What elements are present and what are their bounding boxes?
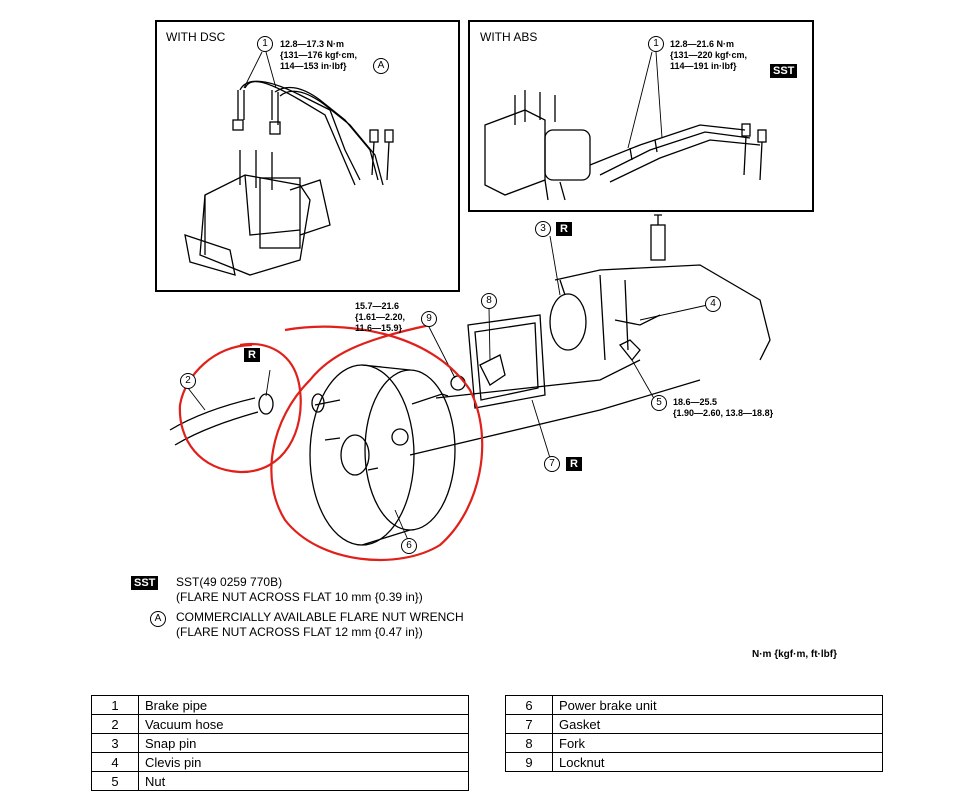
callout-9: 9 [421,311,437,327]
units-note: N·m {kgf·m, ft·lbf} [752,649,837,660]
legend-sst-text: SST(49 0259 770B) (FLARE NUT ACROSS FLAT… [176,575,423,604]
part-number: 9 [505,752,553,772]
legend-sst-badge: SST [131,576,159,590]
legend-a-badge: A [150,611,166,627]
part-number: 4 [91,752,139,772]
part-number: 5 [91,771,139,791]
abs-panel-title: WITH ABS [480,30,538,44]
dsc-detail-panel [155,20,460,292]
nut-torque-spec: 18.6—25.5 {1.90—2.60, 13.8—18.8} [673,397,774,418]
part-name: Snap pin [138,733,469,753]
flare-wrench-badge: A [373,58,389,74]
callout-3: 3 [535,221,551,237]
abs-callout-1: 1 [648,36,664,52]
callout-7: 7 [544,456,560,472]
part-name: Brake pipe [138,695,469,715]
replace-badge-gasket: R [566,457,582,471]
callout-8: 8 [481,293,497,309]
sst-badge: SST [770,64,798,78]
locknut-torque-spec: 15.7—21.6 {1.61—2.20, 11.6—15.9} [355,301,406,333]
power-brake-unit-drawing [309,359,701,546]
part-name: Power brake unit [552,695,883,715]
replace-badge-hose: R [244,348,260,362]
legend-a-text: COMMERCIALLY AVAILABLE FLARE NUT WRENCH … [176,610,464,639]
dsc-callout-1: 1 [257,36,273,52]
part-number: 6 [505,695,553,715]
dsc-torque-spec: 12.8—17.3 N·m {131—176 kgf·cm, 114—153 i… [280,39,358,71]
callout-2: 2 [180,373,196,389]
replace-badge-snap-pin: R [556,222,572,236]
callout-6: 6 [401,538,417,554]
part-number: 2 [91,714,139,734]
part-name: Gasket [552,714,883,734]
part-number: 1 [91,695,139,715]
abs-detail-panel [468,20,814,212]
gasket-fork-bracket-drawing [450,214,771,409]
part-number: 3 [91,733,139,753]
red-annotation-marks [178,323,484,561]
part-number: 7 [505,714,553,734]
part-name: Nut [138,771,469,791]
dsc-hydraulic-unit-drawing [184,80,394,276]
part-number: 8 [505,733,553,753]
abs-torque-spec: 12.8—21.6 N·m {131—220 kgf·cm, 114—191 i… [670,39,748,71]
part-name: Locknut [552,752,883,772]
abs-hydraulic-unit-drawing [484,90,767,201]
callout-4: 4 [705,296,721,312]
part-name: Vacuum hose [138,714,469,734]
callout-5: 5 [651,395,667,411]
dsc-panel-title: WITH DSC [166,30,226,44]
part-name: Fork [552,733,883,753]
leader-lines [187,51,713,541]
part-name: Clevis pin [138,752,469,772]
